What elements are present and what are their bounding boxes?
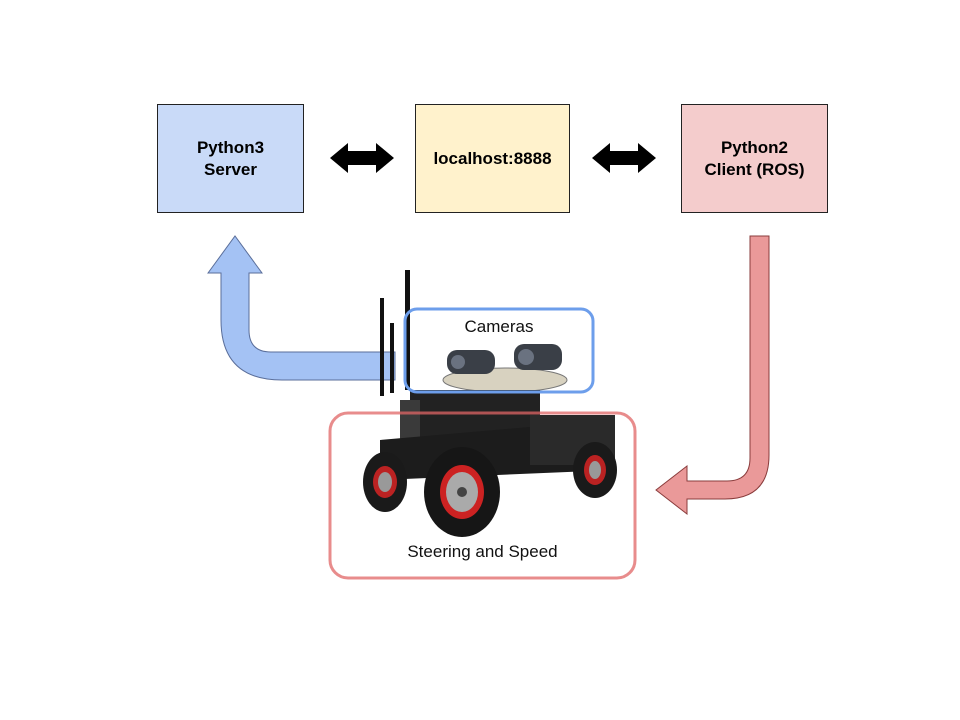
car-wheel [573, 442, 617, 498]
car-wheel [424, 447, 500, 537]
steering-outline [328, 411, 637, 580]
server-line1: Python3 [196, 137, 265, 157]
robot-car-image [363, 270, 617, 537]
server-line2: Server [204, 159, 257, 179]
client-line1: Python2 [720, 137, 789, 157]
python3-server-node: Python3 Server [157, 104, 304, 213]
client-line2: Client (ROS) [704, 159, 805, 179]
double-arrow-server-localhost [330, 143, 394, 173]
double-arrow-localhost-client [592, 143, 656, 173]
cameras-outline [403, 307, 595, 394]
cameras-label: Cameras [464, 317, 534, 336]
python2-client-node: Python2 Client (ROS) [681, 104, 828, 213]
localhost-label: localhost:8888 [433, 148, 552, 168]
blue-up-arrow [207, 235, 396, 381]
steering-speed-label: Steering and Speed [407, 542, 558, 561]
localhost-node: localhost:8888 [415, 104, 570, 213]
car-wheel [363, 452, 407, 512]
red-down-arrow [655, 235, 770, 516]
